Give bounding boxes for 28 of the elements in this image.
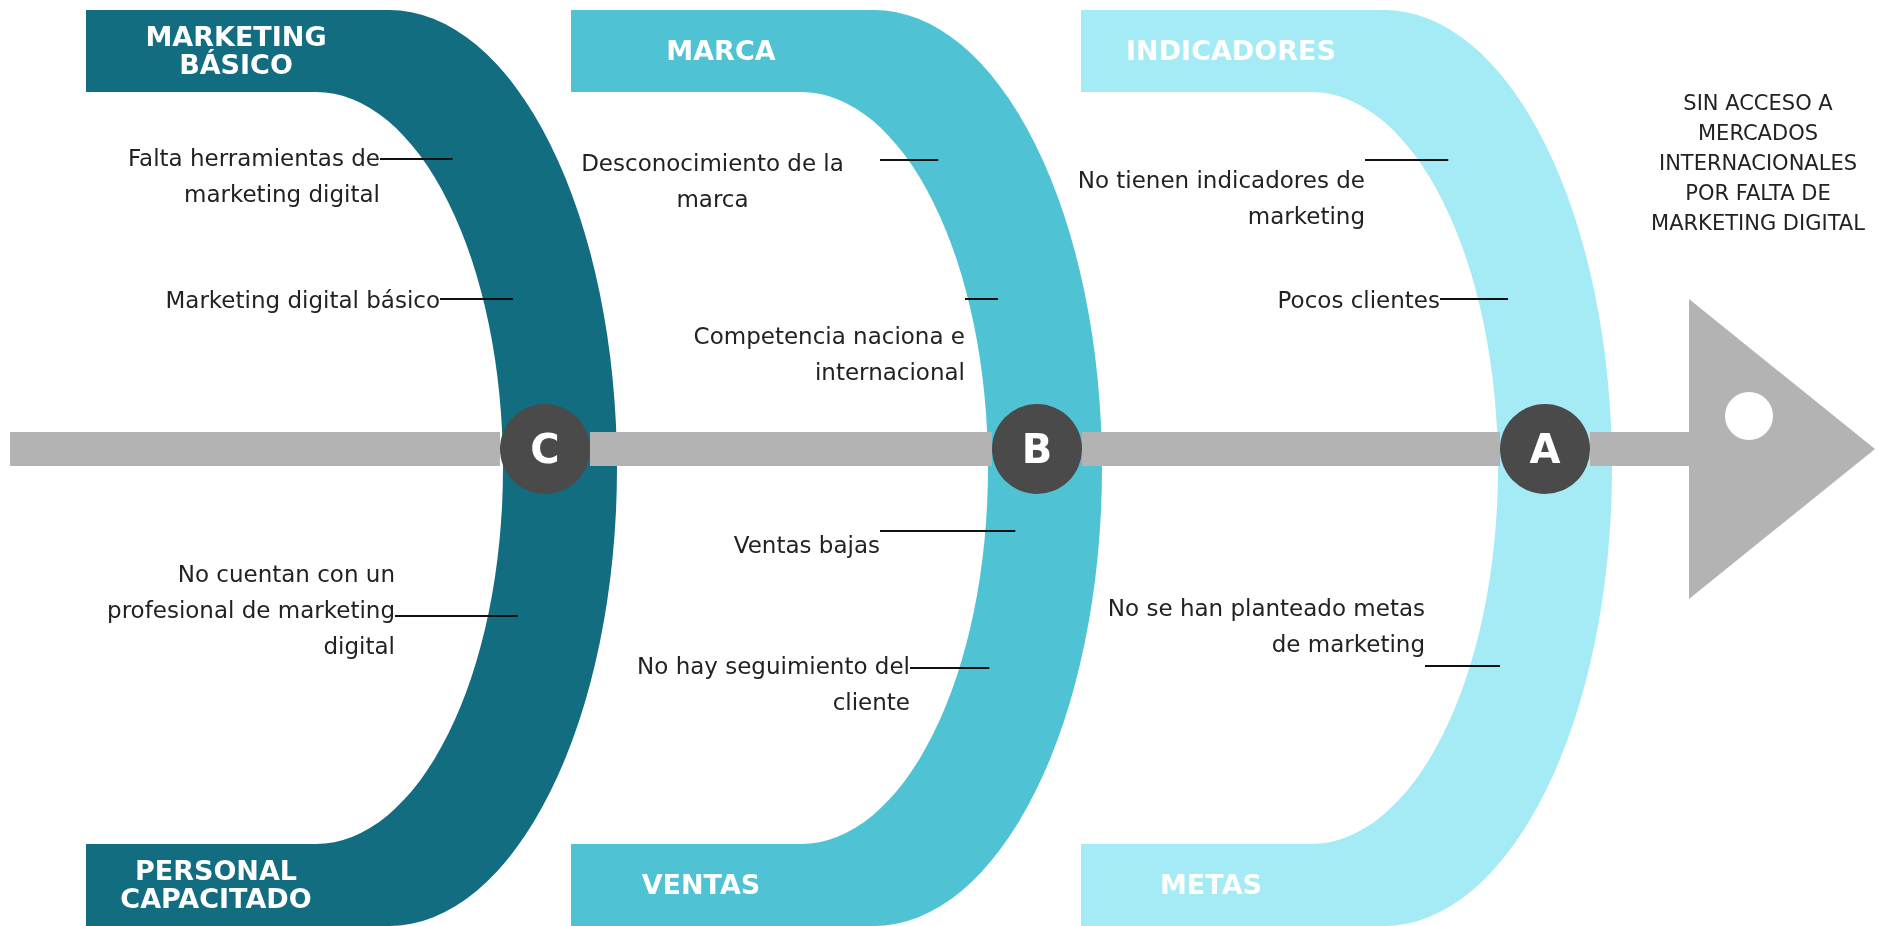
- cause-text: Marketing digital básico: [95, 282, 440, 318]
- cause-text: No se han planteado metas de marketing: [1105, 590, 1425, 675]
- cause-text: Desconocimiento de la marca: [545, 145, 880, 221]
- effect-text: SIN ACCESO A MERCADOS INTERNACIONALES POR FALTA DE MARKETING DIGITAL: [1650, 90, 1866, 237]
- cause-text: No tienen indicadores de marketing: [1025, 150, 1365, 240]
- cause-text: Competencia naciona e internacional: [615, 290, 965, 395]
- leader-line: [1424, 665, 1501, 667]
- leader-line: [1364, 159, 1450, 161]
- category-heading: MARCA: [665, 33, 777, 68]
- leader-line: [879, 159, 940, 161]
- category-heading: PERSONAL CAPACITADO: [119, 853, 313, 916]
- cause-text: Pocos clientes: [1225, 282, 1440, 318]
- cause-text: No cuentan con un profesional de marketing digital: [50, 556, 395, 666]
- category-heading: INDICADORES: [1125, 33, 1337, 68]
- leader-line: [909, 667, 991, 669]
- spine-line: [1590, 432, 1689, 466]
- cause-text: Ventas bajas: [700, 527, 880, 565]
- cause-text: Falta herramientas de marketing digital: [60, 140, 380, 216]
- leader-line: [379, 158, 454, 160]
- category-heading: MARKETING BÁSICO: [144, 19, 328, 82]
- leader-line: [1439, 298, 1510, 300]
- leader-line: [879, 530, 1017, 532]
- leader-line: [394, 615, 519, 617]
- category-heading: VENTAS: [640, 867, 762, 902]
- leader-line: [439, 298, 515, 300]
- cause-text: No hay seguimiento del cliente: [555, 648, 910, 728]
- leader-line: [964, 298, 1000, 300]
- category-heading: METAS: [1159, 867, 1263, 902]
